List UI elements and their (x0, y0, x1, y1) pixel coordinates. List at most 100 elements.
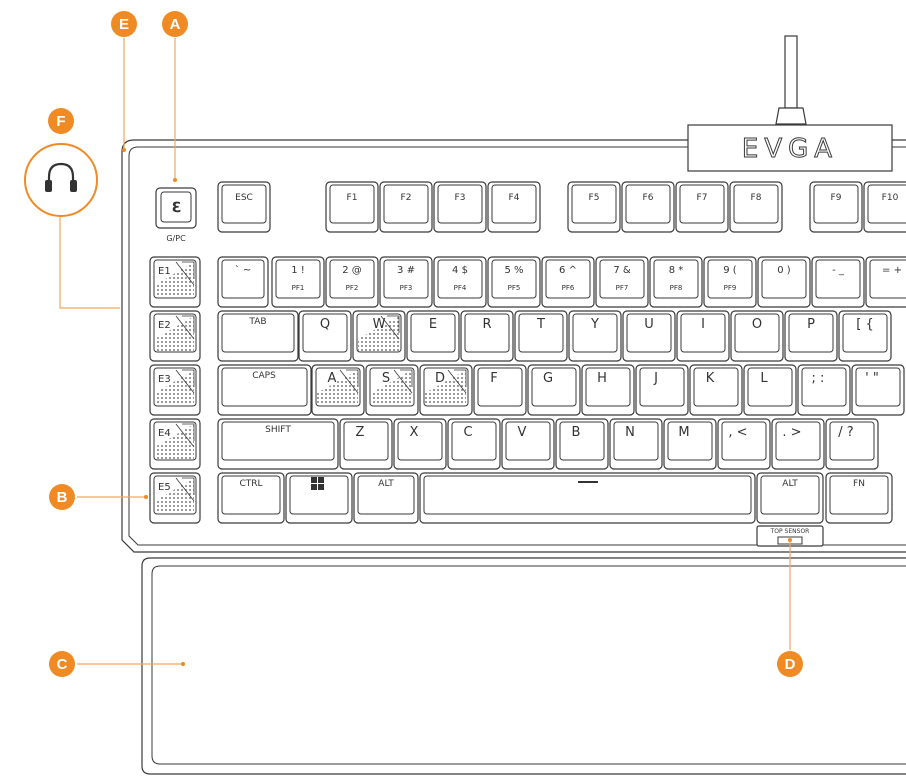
key-number-7[interactable]: 7 & PF7 (595, 256, 649, 308)
key-number-3-sublabel: PF3 (400, 284, 413, 292)
key-number-8[interactable]: 8 *PF8 (649, 256, 703, 308)
key-t-label: T (536, 317, 545, 332)
key-e[interactable]: E (406, 310, 460, 362)
key-f3[interactable]: F3 (433, 181, 487, 233)
key-sym-label: ' " (865, 371, 879, 386)
key-x[interactable]: X (393, 418, 447, 470)
key-o[interactable]: O (730, 310, 784, 362)
key-shift[interactable]: SHIFT (217, 418, 339, 470)
key-ctrl-0[interactable]: CTRL (217, 472, 285, 524)
key-z[interactable]: Z (339, 418, 393, 470)
key-number-7-label: 7 & (613, 265, 631, 276)
key-n[interactable]: N (609, 418, 663, 470)
key-b[interactable]: B (555, 418, 609, 470)
macro-key-e3[interactable]: E3 (149, 364, 201, 416)
key-number-9[interactable]: 9 (PF9 (703, 256, 757, 308)
key-n-label: N (625, 425, 635, 440)
key-q[interactable]: Q (298, 310, 352, 362)
key-k-label: K (706, 371, 715, 386)
macro-key-e2-label: E2 (158, 320, 171, 331)
key-sym-label: / ? (838, 425, 853, 440)
key-m[interactable]: M (663, 418, 717, 470)
key-k[interactable]: K (689, 364, 743, 416)
key-v-label: V (518, 425, 527, 440)
key-v[interactable]: V (501, 418, 555, 470)
key-f7[interactable]: F7 (675, 181, 729, 233)
key-f10[interactable]: F10 (863, 181, 906, 233)
key-w[interactable]: W (352, 310, 406, 362)
key-number-5[interactable]: 5 %PF5 (487, 256, 541, 308)
callout-f-line (59, 212, 120, 309)
key-f9-label: F9 (831, 193, 842, 203)
key-sym-label: , < (728, 425, 747, 440)
key-number-10[interactable]: 0 ) (757, 256, 811, 308)
key-number-8-label: 8 * (669, 265, 684, 276)
key-h-label: H (597, 371, 607, 386)
macro-key-e5-label: E5 (158, 482, 171, 493)
key-number-12[interactable]: = + (865, 256, 906, 308)
key-sym[interactable]: / ? (825, 418, 879, 470)
key-sym[interactable]: , < (717, 418, 771, 470)
key-number-2[interactable]: 2 @PF2 (325, 256, 379, 308)
brand-logo: EVGA (742, 134, 838, 164)
key-f6[interactable]: F6 (621, 181, 675, 233)
key-caps[interactable]: CAPS (217, 364, 312, 416)
key-u[interactable]: U (622, 310, 676, 362)
key-f1[interactable]: F1 (325, 181, 379, 233)
gpc-key[interactable]: ℇ G/PC (155, 187, 197, 243)
key-f5[interactable]: F5 (567, 181, 621, 233)
macro-key-e1[interactable]: E1 (149, 256, 201, 308)
callout-b-letter: B (57, 489, 68, 506)
key-f4[interactable]: F4 (487, 181, 541, 233)
key-number-4[interactable]: 4 $ PF4 (433, 256, 487, 308)
key-f3-label: F3 (455, 193, 466, 203)
key-t[interactable]: T (514, 310, 568, 362)
key-alt-2[interactable]: ALT (353, 472, 419, 524)
key-p[interactable]: P (784, 310, 838, 362)
key-y[interactable]: Y (568, 310, 622, 362)
key-f2[interactable]: F2 (379, 181, 433, 233)
key-esc[interactable]: ESC (217, 181, 271, 233)
headphone-icon (45, 162, 77, 192)
key-space[interactable] (419, 472, 756, 524)
key-g[interactable]: G (527, 364, 581, 416)
key-number-1[interactable]: 1 !PF1 (271, 256, 325, 308)
key-i[interactable]: I (676, 310, 730, 362)
key-alt-4[interactable]: ALT (756, 472, 824, 524)
key-number-0[interactable]: ` ~ (217, 256, 269, 308)
key-r-label: R (482, 317, 491, 332)
key-sym-label: ; : (812, 371, 825, 386)
key-fn-5[interactable]: FN (825, 472, 893, 524)
key-number-11[interactable]: - _ (811, 256, 865, 308)
key-c[interactable]: C (447, 418, 501, 470)
key-sym[interactable]: ' " (851, 364, 905, 416)
key-f[interactable]: F (473, 364, 527, 416)
macro-key-e4[interactable]: E4 (149, 418, 201, 470)
key-l[interactable]: L (743, 364, 797, 416)
key-number-4-label: 4 $ (452, 265, 468, 276)
key-a[interactable]: A (311, 364, 365, 416)
key-r[interactable]: R (460, 310, 514, 362)
macro-key-e5[interactable]: E5 (149, 472, 201, 524)
key-sym[interactable]: . > (771, 418, 825, 470)
key-number-4-sublabel: PF4 (454, 284, 467, 292)
key-f8[interactable]: F8 (729, 181, 783, 233)
key-b-label: B (572, 425, 581, 440)
key-x-label: X (410, 425, 419, 440)
key-number-7-sublabel: PF7 (616, 284, 629, 292)
key-d[interactable]: D (419, 364, 473, 416)
key-sym[interactable]: [ { (838, 310, 892, 362)
callout-e: E (111, 11, 137, 37)
key-h[interactable]: H (581, 364, 635, 416)
key-windows[interactable] (285, 472, 353, 524)
key-f9[interactable]: F9 (809, 181, 863, 233)
key-number-6[interactable]: 6 ^PF6 (541, 256, 595, 308)
macro-key-e2[interactable]: E2 (149, 310, 201, 362)
key-number-6-label: 6 ^ (559, 265, 577, 276)
key-j[interactable]: J (635, 364, 689, 416)
key-sym[interactable]: ; : (797, 364, 851, 416)
key-i-label: I (701, 317, 705, 332)
key-s[interactable]: S (365, 364, 419, 416)
key-tab[interactable]: TAB (217, 310, 299, 362)
key-number-3[interactable]: 3 #PF3 (379, 256, 433, 308)
